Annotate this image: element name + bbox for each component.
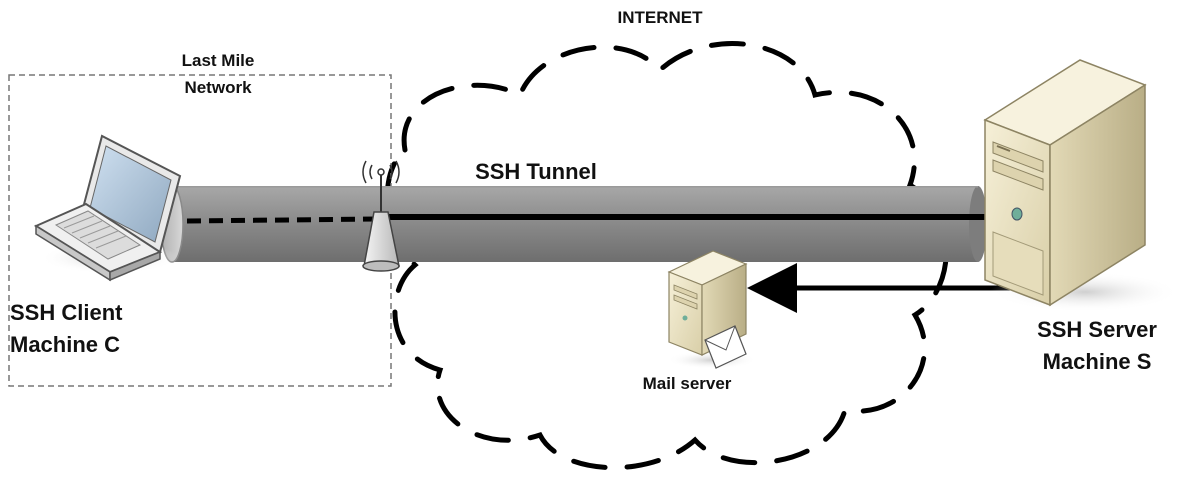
ssh-tunnel-tube (160, 185, 987, 263)
server-label-line1: SSH Server (1037, 317, 1157, 342)
last-mile-label-line2: Network (184, 78, 252, 97)
client-label-line2: Machine C (10, 332, 120, 357)
last-mile-network-box (8, 74, 392, 387)
last-mile-dashed-link (186, 216, 381, 224)
internet-label: INTERNET (618, 8, 704, 27)
tower-server-icon (983, 59, 1180, 312)
mail-server-icon (667, 250, 757, 369)
internet-cloud (384, 41, 949, 470)
laptop-icon (33, 134, 182, 282)
client-label-line1: SSH Client (10, 300, 123, 325)
server-label-line2: Machine S (1043, 349, 1152, 374)
last-mile-label-line1: Last Mile (182, 51, 255, 70)
wireless-router-icon (362, 160, 400, 272)
mail-server-label: Mail server (643, 374, 732, 393)
ssh-tunnel-label: SSH Tunnel (475, 159, 597, 184)
